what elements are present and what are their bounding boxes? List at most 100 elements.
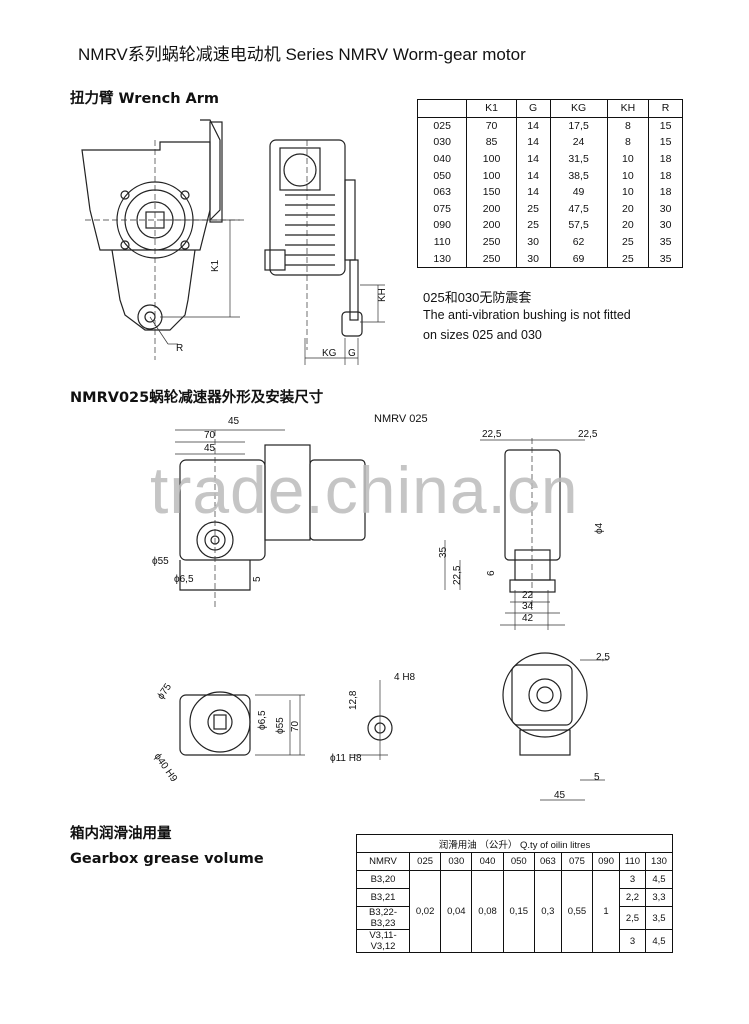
- value-cell: 2,2: [619, 888, 646, 907]
- dim-34: 34: [522, 601, 534, 612]
- grease-title-row: 润滑用油 （公升） Q.ty of oilin litres: [356, 834, 673, 853]
- note-en-line2: on sizes 025 and 030: [423, 328, 542, 342]
- value-cell: 8: [606, 117, 650, 135]
- header-cell: KH: [606, 99, 650, 118]
- value-cell: 0,15: [502, 870, 535, 953]
- dim-phi55: ϕ55: [152, 556, 169, 567]
- wrench-arm-heading: 扭力臂 Wrench Arm: [70, 91, 220, 107]
- dim-phi11: ϕ11 H8: [330, 753, 362, 764]
- value-cell: 25: [515, 217, 551, 234]
- size-cell: 025: [416, 117, 468, 135]
- value-cell: 25: [515, 200, 551, 218]
- size-cell: 040: [416, 150, 468, 168]
- dim-70: 70: [204, 430, 216, 441]
- size-cell: 075: [416, 200, 468, 218]
- value-cell: 100: [466, 167, 517, 184]
- value-cell: 49: [549, 183, 608, 201]
- value-cell: 25: [606, 250, 650, 268]
- value-cell: 24: [549, 134, 608, 151]
- value-cell: 3,3: [644, 888, 674, 907]
- value-cell: 14: [515, 183, 551, 201]
- value-cell: 3,5: [644, 906, 674, 930]
- value-cell: 3: [619, 929, 646, 953]
- header-cell: 040: [471, 852, 504, 871]
- value-cell: 35: [648, 233, 683, 251]
- table-row: B3,22-B3,23 2,5 3,5: [356, 906, 674, 930]
- position-cell: B3,20: [356, 870, 410, 889]
- header-cell: 110: [619, 852, 646, 871]
- kg-label: KG: [322, 348, 337, 359]
- value-cell: 14: [515, 167, 551, 184]
- value-cell: 14: [515, 134, 551, 151]
- value-cell: 70: [466, 117, 517, 135]
- dim-45: 45: [228, 416, 240, 427]
- value-cell: 31,5: [549, 150, 608, 168]
- dim-225c: 22,5: [452, 565, 463, 585]
- dim-phi55b: ϕ55: [275, 717, 286, 734]
- dim-4h8: 4 H8: [394, 672, 416, 683]
- note-en-line1: The anti-vibration bushing is not fitted: [423, 308, 631, 322]
- value-cell: 2,5: [619, 906, 646, 930]
- size-cell: 063: [416, 183, 468, 201]
- dim-45b: 45: [204, 443, 216, 454]
- value-cell: 30: [648, 200, 683, 218]
- dim-6: 6: [486, 570, 497, 576]
- value-cell: 250: [466, 233, 517, 251]
- value-cell: 0,02: [408, 870, 442, 953]
- dim-70b: 70: [290, 720, 301, 732]
- value-cell: 0,3: [533, 870, 562, 953]
- position-cell: B3,21: [356, 888, 410, 907]
- size-cell: 030: [416, 134, 468, 151]
- value-cell: 10: [606, 183, 650, 201]
- dim-phi4: ϕ4: [594, 522, 605, 534]
- value-cell: 38,5: [549, 167, 608, 184]
- dim-phi65b: ϕ6,5: [257, 710, 268, 730]
- nmrv025-heading: NMRV025蜗轮减速器外形及安装尺寸: [70, 390, 324, 406]
- value-cell: 8: [606, 134, 650, 151]
- kh-label: KH: [377, 288, 388, 302]
- value-cell: 200: [466, 200, 517, 218]
- dim-phi75: ϕ75: [155, 681, 174, 701]
- dim-22: 22: [522, 590, 534, 601]
- size-cell: 110: [416, 233, 468, 251]
- table-row: B3,20 0,02 0,04 0,08 0,15 0,3 0,55 1 3 4…: [356, 870, 674, 953]
- value-cell: 15: [648, 117, 683, 135]
- dim-5b: 5: [594, 772, 600, 783]
- k1-label: K1: [210, 259, 221, 272]
- value-cell: 57,5: [549, 217, 608, 234]
- page-title: NMRV系列蜗轮减速电动机 Series NMRV Worm-gear moto…: [78, 45, 526, 64]
- value-cell: 4,5: [644, 929, 674, 953]
- header-cell: KG: [549, 99, 608, 118]
- value-cell: 20: [606, 200, 650, 218]
- table-row: V3,11-V3,12 3 4,5: [356, 929, 674, 953]
- value-cell: 30: [515, 233, 551, 251]
- value-cell: 35: [648, 250, 683, 268]
- g-label: G: [348, 348, 356, 359]
- size-cell: 090: [416, 217, 468, 234]
- value-cell: 62: [549, 233, 608, 251]
- wrench-arm-drawing: K1 KH KG G R: [81, 119, 388, 365]
- value-cell: 3: [619, 870, 646, 889]
- value-cell: 18: [648, 150, 683, 168]
- value-cell: 14: [515, 150, 551, 168]
- table-header-row: K1 G KG KH R: [416, 99, 683, 118]
- value-cell: 100: [466, 150, 517, 168]
- header-cell: 130: [644, 852, 674, 871]
- header-cell: [416, 99, 468, 118]
- header-cell: 063: [533, 852, 562, 871]
- grease-table-title: 润滑用油 （公升） Q.ty of oilin litres: [356, 834, 673, 853]
- r-label: R: [176, 343, 183, 354]
- value-cell: 10: [606, 167, 650, 184]
- note-cn: 025和030无防震套: [423, 290, 532, 305]
- value-cell: 47,5: [549, 200, 608, 218]
- value-cell: 0,55: [560, 870, 594, 953]
- value-cell: 25: [606, 233, 650, 251]
- header-cell: R: [648, 99, 683, 118]
- value-cell: 250: [466, 250, 517, 268]
